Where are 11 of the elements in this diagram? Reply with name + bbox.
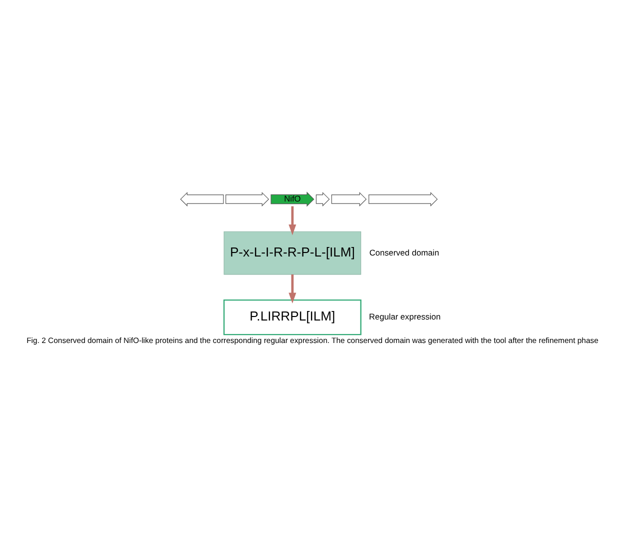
node-label: Conserved domain bbox=[369, 246, 440, 257]
node-arrow bbox=[368, 191, 438, 206]
node-label: Regular expression bbox=[369, 310, 441, 321]
node-arrow bbox=[331, 191, 367, 206]
node-box: P.LIRRPL[ILM] bbox=[223, 298, 362, 335]
node-arrow bbox=[226, 191, 270, 206]
arrow bbox=[288, 274, 296, 303]
node-arrow bbox=[180, 191, 224, 206]
node-box: P-x-L-I-R-R-P-L-[ILM] bbox=[224, 230, 362, 274]
node-arrow bbox=[316, 191, 330, 206]
arrow bbox=[288, 206, 296, 235]
